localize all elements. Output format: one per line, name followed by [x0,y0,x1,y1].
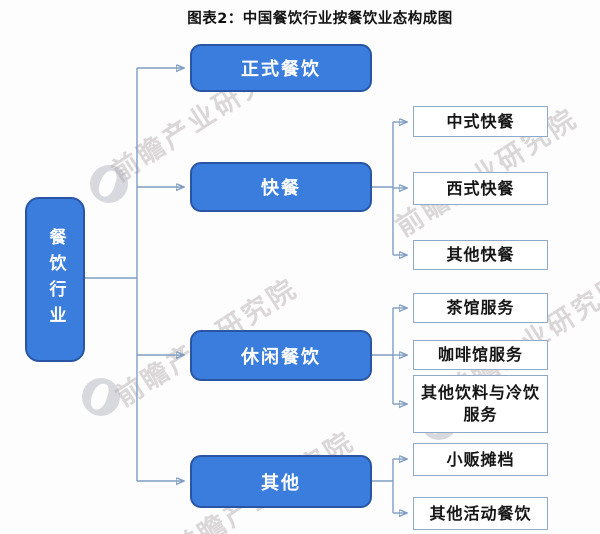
branch-node-fast-food: 快餐 [190,162,372,212]
leaf-node-other-beverage-cold-drink-service: 其他饮料与冷饮服务 [413,375,548,433]
chart-title: 图表2：中国餐饮行业按餐饮业态构成图 [187,11,453,27]
leaf-node-label: 中式快餐 [446,111,515,131]
branch-node-leisure-dining: 休闲餐饮 [190,330,372,381]
branch-node-other: 其他 [190,455,372,508]
leaf-node-hawker-stall: 小贩摊档 [413,443,548,476]
leaf-node-western-fast-food: 西式快餐 [413,172,548,205]
branch-node-label: 其他 [261,472,301,494]
leaf-node-label: 西式快餐 [446,178,515,198]
leaf-node-label: 小贩摊档 [446,449,515,469]
branch-node-label: 快餐 [261,178,301,199]
leaf-node-chinese-fast-food: 中式快餐 [413,106,548,137]
leaf-node-label: 其他活动餐饮 [429,503,532,523]
leaf-node-label: 其他快餐 [446,245,515,265]
root-node-label: 餐饮行业 [45,227,66,332]
leaf-node-other-activity-catering: 其他活动餐饮 [413,497,548,530]
branch-node-label: 正式餐饮 [241,59,321,80]
leaf-node-other-fast-food: 其他快餐 [413,240,548,270]
leaf-node-coffee-shop-service: 咖啡馆服务 [413,340,548,370]
leaf-node-label: 茶馆服务 [446,298,515,318]
branch-node-formal-dining: 正式餐饮 [190,44,372,92]
leaf-node-teahouse-service: 茶馆服务 [413,293,548,323]
leaf-node-label: 其他饮料与冷饮服务 [420,383,540,424]
branch-node-label: 休闲餐饮 [241,346,321,368]
root-node-catering-industry: 餐饮行业 [25,197,85,362]
leaf-node-label: 咖啡馆服务 [437,345,523,365]
